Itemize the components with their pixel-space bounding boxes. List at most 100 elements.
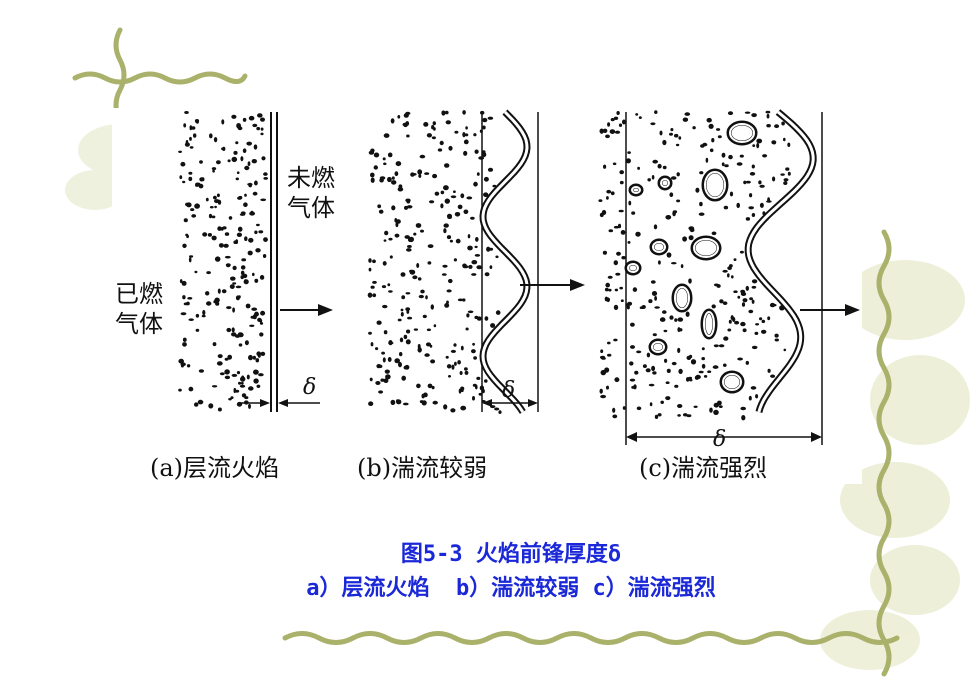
particle-dot [256,351,262,357]
particle-dot [627,241,631,244]
particle-dot [194,270,198,274]
particle-dot [628,200,632,206]
particle-dot [228,398,232,401]
particle-dot [470,216,475,220]
particle-dot [379,178,384,183]
particle-dot [423,122,429,127]
particle-dot [723,205,729,210]
particle-dot [183,302,188,306]
particle-dot [751,279,758,284]
particle-dot [724,164,729,168]
particle-dot [733,258,737,261]
particle-dot [783,348,787,352]
particle-dot [766,124,771,128]
particle-dot [248,386,254,391]
particle-dot [616,111,620,115]
particle-dot [407,237,413,243]
particle-dot [770,374,776,378]
particle-dot [751,299,755,304]
particle-dot [487,167,494,172]
particle-dot [234,334,241,338]
particle-dot [612,162,617,166]
flame-pocket-inner [660,178,670,188]
particle-dot [260,351,266,356]
particle-dot [217,199,222,205]
particle-dot [498,410,502,414]
particle-dot [635,231,641,237]
particle-dot [635,113,639,116]
particle-dot [599,388,603,394]
particle-dot [370,177,375,183]
particle-dot [446,289,452,293]
particle-dot [226,306,232,310]
flame-pockets [624,120,758,394]
particle-dot [370,172,375,178]
flame-pocket-inner [627,263,639,273]
particle-dot [599,128,604,134]
particle-dot [242,117,247,122]
particle-dot [248,237,254,243]
particle-dot [638,116,642,119]
particle-dot [689,354,693,359]
particle-dot [682,413,688,417]
particle-dot [400,312,404,317]
particle-dot [450,349,456,353]
particle-dot [462,132,466,138]
particle-dot [260,198,267,202]
particle-dot [189,125,193,131]
particle-dot [600,349,604,354]
particle-dot [448,278,453,284]
particle-dot [405,198,411,203]
particle-dot [443,223,449,228]
particle-dot [185,140,189,145]
particle-dot [761,319,766,324]
particle-dot [759,202,764,208]
particle-dot [368,401,374,407]
particle-dot [602,250,608,255]
particle-dot [619,180,624,185]
particle-dot [772,176,776,182]
particle-dot [711,231,717,236]
particle-dot [494,407,500,411]
particle-dot [183,123,187,128]
particle-dot [751,113,757,118]
particle-dot [235,285,242,289]
particle-dot [489,265,493,269]
particle-dot [248,403,251,409]
particle-dot [214,205,217,209]
particle-dot [759,184,765,188]
particle-dot [721,162,725,167]
particle-dot [464,370,469,375]
particle-dot [483,192,489,197]
particle-dot [765,110,771,114]
particle-dot [631,211,636,215]
particle-dot [406,205,413,209]
particle-dot [610,118,615,122]
panel-c-strong-turbulence [624,109,860,445]
particle-dot [186,234,190,239]
particle-dot [180,312,187,316]
particle-dot [752,144,756,148]
particle-dot [451,364,455,370]
particle-dot [262,254,267,258]
particle-dot [460,405,467,411]
particle-dot [372,259,376,264]
particle-dot [454,212,461,217]
particle-dot [394,171,399,177]
particle-dot [221,147,224,151]
particle-dot [612,407,616,413]
particle-dot [460,193,465,199]
particle-dot [444,110,449,115]
particle-dot [194,402,199,407]
particle-dot [468,264,473,269]
particle-dot [235,141,239,145]
particle-dot [700,144,705,148]
particle-dot [230,396,234,399]
particle-dot [235,177,239,181]
particle-dot [457,204,463,210]
particle-dot [213,300,217,304]
particle-dot [240,270,245,276]
particle-dot [399,337,404,343]
particle-dot [622,119,626,125]
particle-dot [749,172,756,176]
